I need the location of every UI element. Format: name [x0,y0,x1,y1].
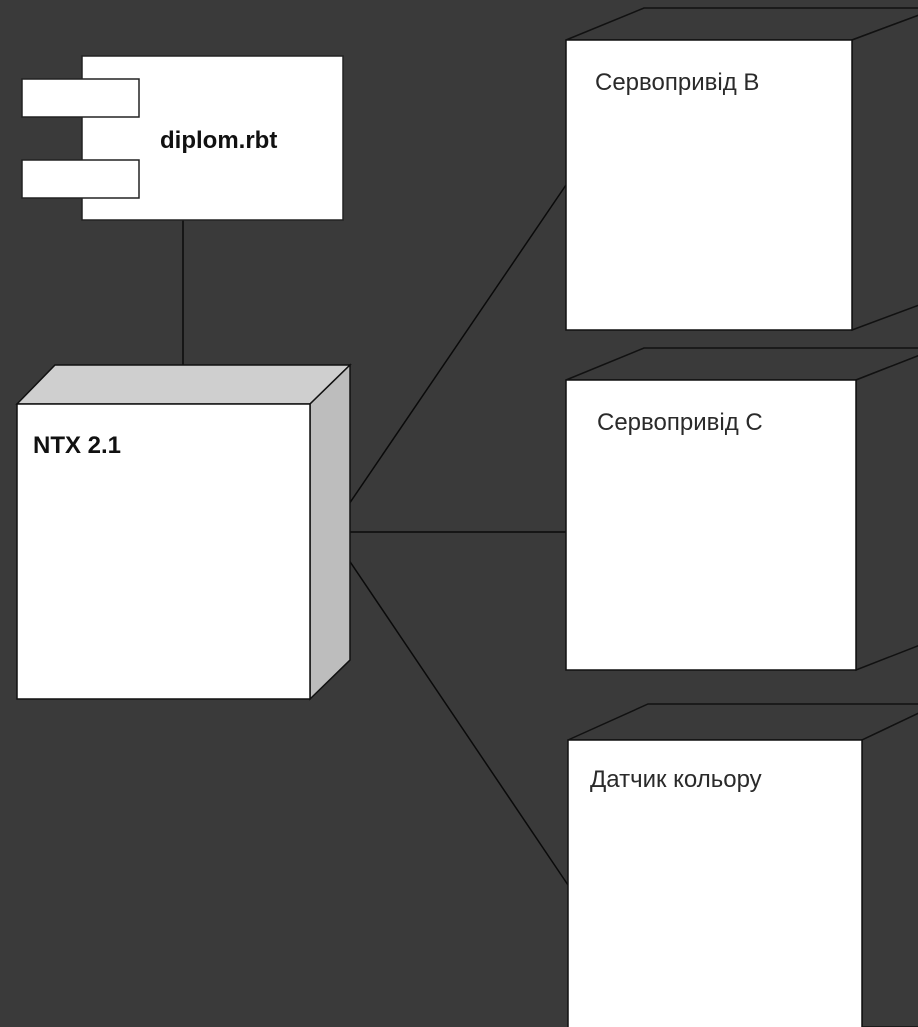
device-node-servo-b[interactable]: Сервопривід B [565,7,918,332]
controller-node-top [15,364,352,405]
color-sensor-node-side [861,712,918,1027]
color-sensor-node-top [567,703,918,741]
color-sensor-node-face [567,739,863,1027]
link-to-color-sensor [329,531,569,886]
servo-c-node-face [565,379,857,671]
component-port-bottom [21,159,140,199]
device-node-servo-c[interactable]: Сервопривід C [565,347,918,672]
device-node-color-sensor[interactable]: Датчик кольору [567,703,918,1027]
color-sensor-label: Датчик кольору [590,766,762,793]
component-port-top [21,78,140,118]
controller-node-face [16,403,311,700]
controller-node[interactable]: NTX 2.1 [15,363,352,701]
link-to-servo-b [329,184,567,533]
servo-c-node-top [565,347,918,381]
servo-b-node-face [565,39,853,331]
component-diplom[interactable]: diplom.rbt [21,55,344,221]
servo-b-label: Сервопривід B [595,69,759,96]
servo-c-node-side [855,354,918,672]
servo-b-node-side [851,14,918,332]
servo-c-label: Сервопривід C [597,409,763,436]
controller-node-side [309,363,351,701]
controller-label: NTX 2.1 [33,432,121,459]
component-label: diplom.rbt [160,127,277,154]
